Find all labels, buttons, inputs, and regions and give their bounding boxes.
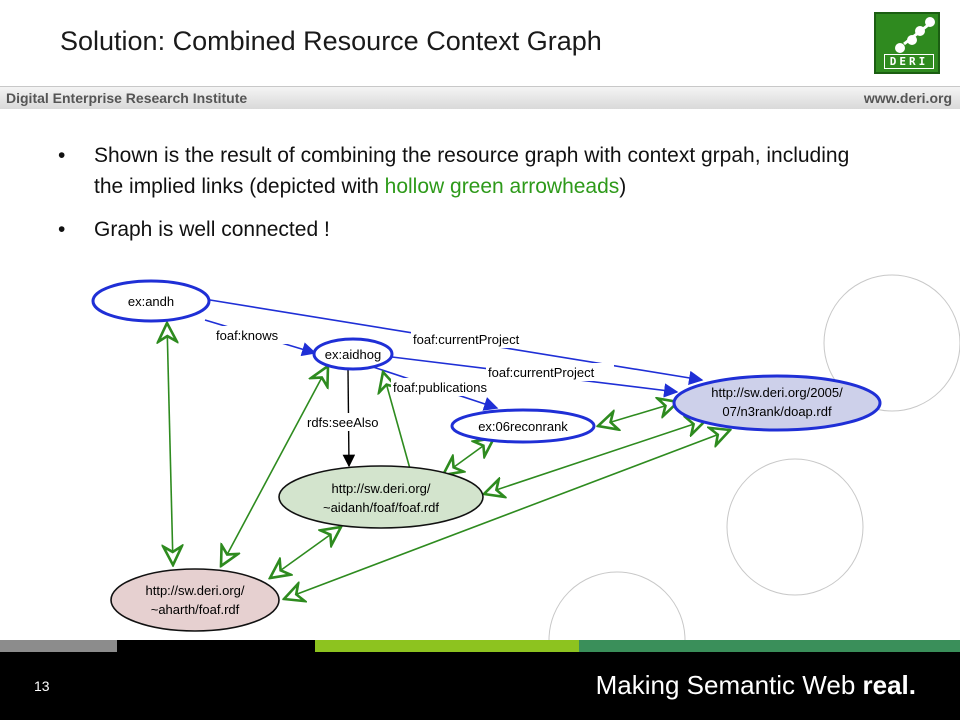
svg-text:ex:aidhog: ex:aidhog (325, 347, 381, 362)
bullet-item: • Shown is the result of combining the re… (58, 140, 858, 202)
edge-label-currentproject-2: foaf:currentProject (486, 363, 614, 381)
svg-text:http://sw.deri.org/2005/: http://sw.deri.org/2005/ (711, 385, 843, 400)
implied-edge-aharth-aidanh (270, 527, 341, 578)
node-ex-andh[interactable]: ex:andh (91, 279, 211, 323)
implied-edge-aidanh-reconrank (443, 438, 494, 475)
tagline-bold: real. (862, 670, 917, 700)
node-doap-rdf[interactable]: http://sw.deri.org/2005/ 07/n3rank/doap.… (672, 374, 882, 432)
footer-strip-teal (579, 640, 960, 652)
svg-text:foaf:publications: foaf:publications (393, 380, 487, 395)
implied-edge-aidhog-aharth (221, 366, 328, 566)
node-ex-06reconrank[interactable]: ex:06reconrank (450, 408, 596, 444)
institute-banner: Digital Enterprise Research Institute ww… (0, 86, 960, 109)
svg-text:foaf:currentProject: foaf:currentProject (413, 332, 520, 347)
bullet-text: Graph is well connected ! (94, 218, 330, 241)
implied-edge-andh-aharth (167, 323, 173, 565)
svg-text:http://sw.deri.org/: http://sw.deri.org/ (332, 481, 431, 496)
svg-text:foaf:knows: foaf:knows (216, 328, 279, 343)
footer-strip-gray (0, 640, 117, 652)
footer-strip-black (117, 640, 315, 652)
bullet-highlight: hollow green arrowheads (384, 175, 620, 198)
svg-text:~aharth/foaf.rdf: ~aharth/foaf.rdf (151, 602, 240, 617)
svg-text:http://sw.deri.org/: http://sw.deri.org/ (146, 583, 245, 598)
bullet-text: Shown is the result of combining the res… (94, 144, 850, 198)
edge-label-publications: foaf:publications (391, 378, 505, 396)
implied-edge-aharth-doap (284, 430, 730, 599)
svg-text:ex:06reconrank: ex:06reconrank (478, 419, 568, 434)
edge-label-knows: foaf:knows (214, 326, 290, 344)
svg-text:ex:andh: ex:andh (128, 294, 174, 309)
website-link[interactable]: www.deri.org (863, 90, 952, 106)
edge-label-currentproject-1: foaf:currentProject (411, 330, 539, 348)
bullet-marker: • (58, 218, 66, 241)
bullet-text-end: ) (619, 175, 627, 198)
slide-title: Solution: Combined Resource Context Grap… (60, 26, 602, 56)
deri-logo: DERI (874, 12, 940, 74)
footer-strip-lime (315, 640, 579, 652)
logo-dots-icon (895, 17, 935, 53)
implied-edge-reconrank-doap (598, 402, 678, 426)
edge-label-seealso: rdfs:seeAlso (305, 413, 393, 431)
page-number: 13 (34, 678, 50, 694)
node-aidanh-foaf-rdf[interactable]: http://sw.deri.org/ ~aidanh/foaf/foaf.rd… (278, 465, 484, 529)
footer-bar (0, 652, 960, 720)
bullet-item: • Graph is well connected ! (58, 214, 858, 245)
svg-text:rdfs:seeAlso: rdfs:seeAlso (307, 415, 379, 430)
bullet-marker: • (58, 144, 66, 167)
node-ex-aidhog[interactable]: ex:aidhog (312, 337, 394, 371)
svg-text:foaf:currentProject: foaf:currentProject (488, 365, 595, 380)
node-aharth-foaf-rdf[interactable]: http://sw.deri.org/ ~aharth/foaf.rdf (110, 568, 280, 632)
svg-text:07/n3rank/doap.rdf: 07/n3rank/doap.rdf (722, 404, 832, 419)
logo-text: DERI (884, 54, 934, 69)
footer-tagline: Making Semantic Web real. (596, 670, 916, 701)
institute-name: Digital Enterprise Research Institute (6, 90, 248, 106)
tagline-regular: Making Semantic Web (595, 670, 863, 700)
bullet-list: • Shown is the result of combining the re… (58, 140, 858, 257)
svg-text:~aidanh/foaf/foaf.rdf: ~aidanh/foaf/foaf.rdf (323, 500, 439, 515)
